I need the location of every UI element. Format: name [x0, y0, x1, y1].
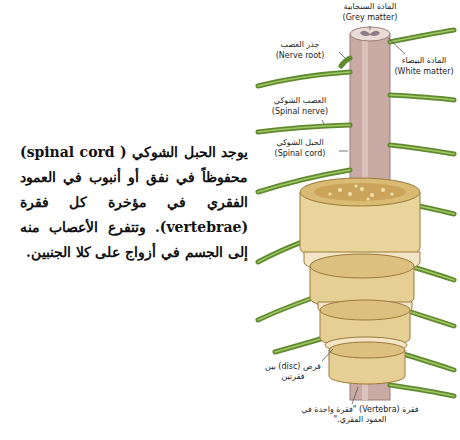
leader-lines [322, 26, 405, 404]
part-label: (Nerve root) [262, 51, 338, 61]
part-label: قرص (disc) بين فقرتين [258, 362, 328, 381]
part-label: (Spinal cord) [262, 149, 338, 159]
vertebral-column [300, 178, 420, 384]
part-label: جذر العصب [262, 40, 338, 50]
part-label: (Spinal nerve) [262, 107, 338, 117]
part-label: المادة السنجابية [330, 2, 410, 12]
description-paragraph: يوجد الحبل الشوكي ( spinal cord) محفوظاً… [20, 140, 248, 265]
part-label: المادة البيضاء [392, 56, 456, 66]
part-label: (Grey matter) [330, 13, 410, 23]
spinal-nerves [258, 30, 454, 396]
part-label: الحبل الشوكي [262, 138, 338, 148]
grey-matter [360, 31, 380, 36]
white-matter [350, 27, 390, 41]
part-label: (White matter) [392, 67, 456, 77]
part-label: العصب الشوكي [262, 96, 338, 106]
part-label: فقرة (Vertebra) "فقرة واحدة في العمود ال… [295, 405, 425, 424]
